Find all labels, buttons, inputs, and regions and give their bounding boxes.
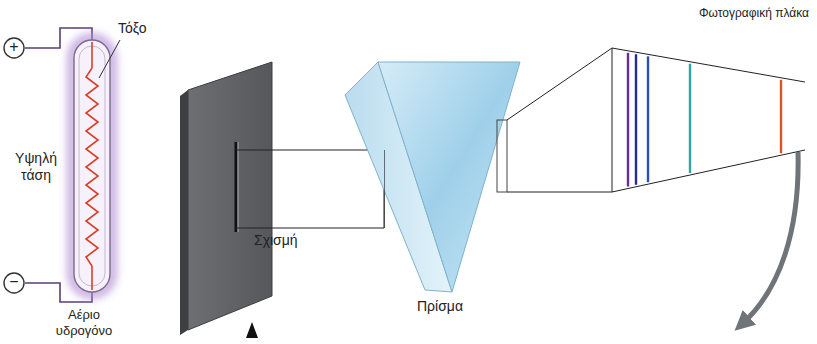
terminal-sign: −: [9, 274, 18, 290]
terminal-sign: +: [9, 39, 18, 55]
beam-entry: [384, 150, 385, 228]
electrode: [91, 266, 93, 290]
spectral-lines: [628, 53, 781, 187]
slit-plate-edge: [180, 90, 188, 335]
leader-line: [99, 40, 120, 78]
part-label: Πρίσμα: [400, 298, 480, 315]
slit-highlight: [238, 142, 239, 232]
part-label: Αέριο υδρογόνο: [38, 307, 130, 338]
spectral-line: [689, 64, 691, 173]
arc-zigzag: [86, 68, 98, 266]
tube-glow: [72, 38, 112, 294]
part-label: Τόξο: [118, 20, 146, 37]
pointer-arrow: [742, 152, 798, 324]
part-label: Σχισμή: [254, 232, 298, 249]
positive-terminal: [4, 38, 24, 58]
spectral-line: [647, 56, 649, 182]
discharge-tube: [74, 40, 110, 292]
part-label: Υψηλή τάση: [6, 150, 66, 184]
tube-inner-wall: [79, 46, 105, 286]
negative-terminal: [4, 273, 24, 293]
electrode: [91, 42, 93, 68]
light-beam: [236, 150, 384, 228]
spectral-line: [780, 80, 782, 153]
pointer-triangle: [246, 322, 258, 338]
spectral-line: [627, 53, 629, 187]
slit: [235, 142, 238, 232]
part-label: Φωτογραφική πλάκα: [699, 6, 809, 20]
prism: [378, 62, 520, 292]
slit-plate: [188, 62, 272, 330]
spectral-line: [635, 54, 637, 185]
dispersed-beam: [497, 48, 805, 192]
